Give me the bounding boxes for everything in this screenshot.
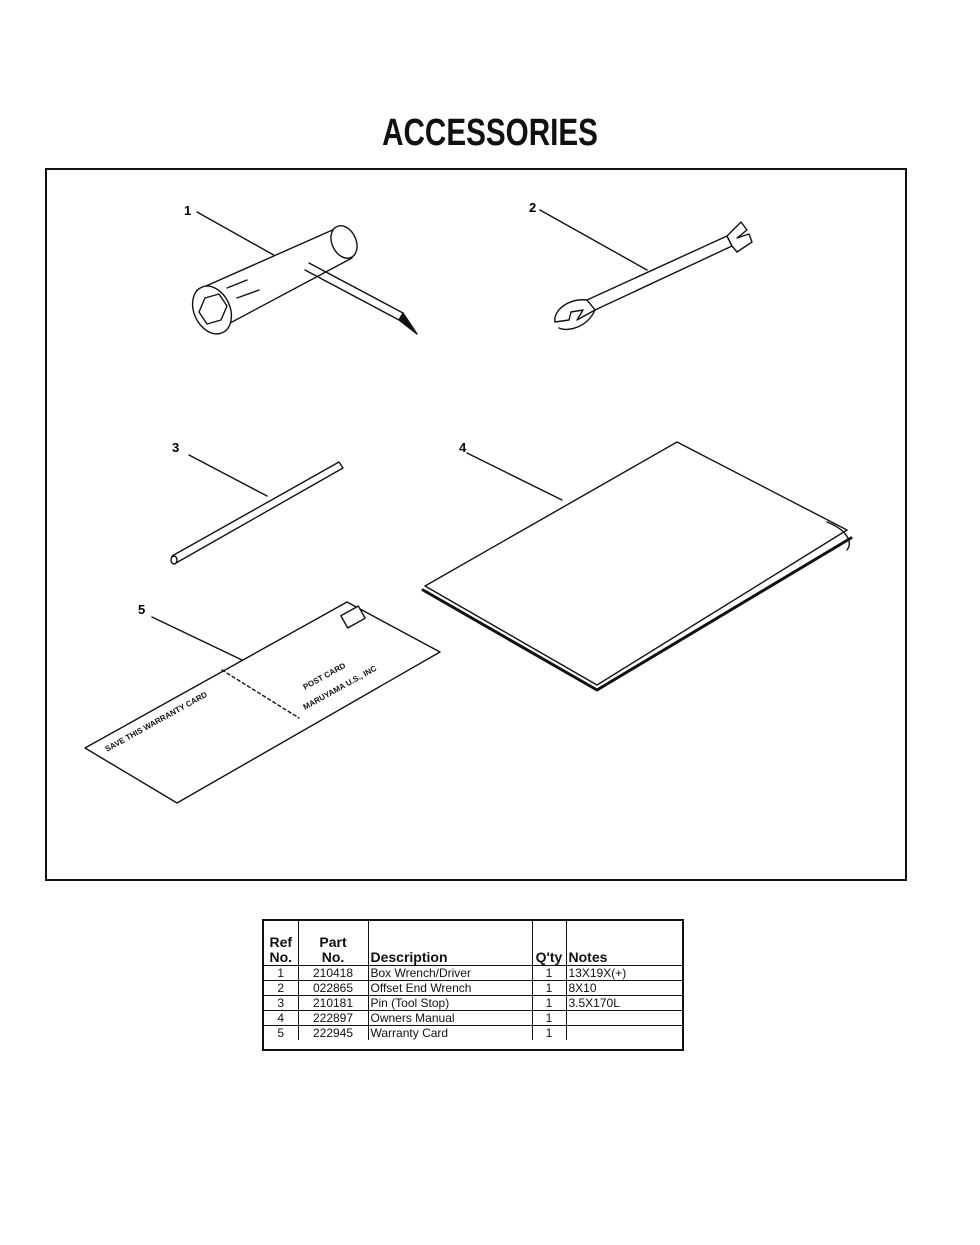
table-row: 4 222897 Owners Manual 1: [264, 1009, 682, 1025]
warranty-card-drawing: [84, 601, 441, 804]
callout-3: 3: [172, 440, 179, 455]
owners-manual-drawing: [421, 441, 853, 692]
callout-1: 1: [184, 203, 191, 218]
header-qty: Q'ty: [532, 921, 567, 965]
accessories-illustration-frame: 1 2 3 4 5 POST CARD MARUYAMA U.S., INC S…: [45, 168, 907, 881]
header-description: Description: [368, 921, 533, 965]
pin-tool-stop-drawing: [170, 454, 344, 565]
header-notes: Notes: [568, 948, 608, 965]
table-row: 5 222945 Warranty Card 1: [264, 1024, 682, 1040]
box-wrench-driver-drawing: [191, 211, 418, 335]
callout-2: 2: [529, 200, 536, 215]
callout-4: 4: [459, 440, 467, 455]
page-title: ACCESSORIES: [382, 112, 598, 154]
accessories-illustration: 1 2 3 4 5 POST CARD MARUYAMA U.S., INC S…: [84, 200, 853, 804]
callout-5: 5: [138, 602, 145, 617]
table-row: 3 210181 Pin (Tool Stop) 1 3.5X170L: [264, 994, 682, 1010]
table-row: 2 022865 Offset End Wrench 1 8X10: [264, 979, 682, 995]
offset-end-wrench-drawing: [539, 209, 753, 331]
table-row: 1 210418 Box Wrench/Driver 1 13X19X(+): [264, 964, 682, 980]
